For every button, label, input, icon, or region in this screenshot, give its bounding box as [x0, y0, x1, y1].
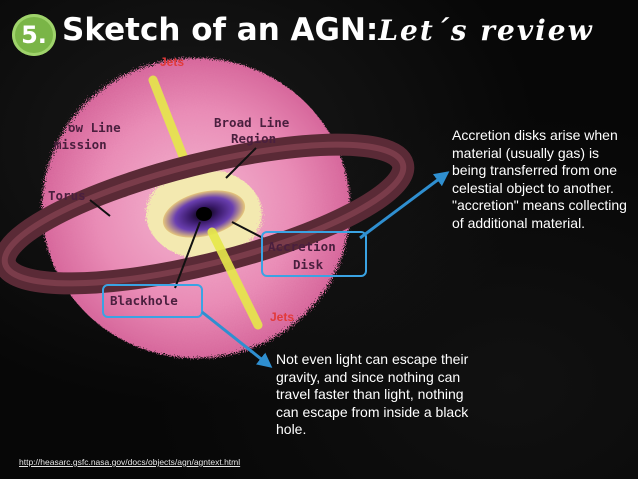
pointer-torus [89, 199, 111, 217]
label-accretion-1: Accretion [268, 239, 336, 254]
label-accretion-2: Disk [293, 257, 324, 272]
label-broad-line-1: Broad Line [214, 115, 290, 130]
label-blackhole: Blackhole [110, 293, 178, 308]
slide-title: Sketch of an AGN:Let´s review [62, 6, 594, 54]
accretion-connector-arrow [359, 171, 450, 240]
slide-number-badge: 5. [12, 14, 56, 56]
blackhole-callout-box [102, 284, 203, 318]
jet-lower [207, 227, 263, 330]
title-emphasis: Let´s review [378, 14, 594, 47]
label-narrow-line-1: ow Line [68, 120, 121, 135]
pointer-blackhole [174, 221, 201, 289]
accretion-caption: Accretion disks arise when material (usu… [452, 127, 627, 231]
slide-number: 5. [21, 21, 47, 49]
source-link[interactable]: http://heasarc.gsfc.nasa.gov/docs/object… [19, 457, 241, 467]
label-jets-top: Jets [160, 55, 184, 69]
label-jets-bottom: Jets [270, 310, 294, 324]
label-broad-line-2: Region [231, 131, 276, 146]
blackhole-caption: Not even light can escape their gravity,… [276, 351, 469, 437]
pointer-accretion [231, 221, 264, 239]
label-torus: Torus [48, 188, 86, 203]
title-main: Sketch of an AGN: [62, 12, 379, 48]
torus-ring-highlight [1, 141, 407, 287]
black-hole [196, 207, 212, 221]
blackhole-connector-arrow [201, 310, 273, 368]
pointer-broad-line [225, 147, 257, 179]
accretion-callout-box [261, 231, 367, 277]
label-narrow-line-2: mission [54, 137, 107, 152]
